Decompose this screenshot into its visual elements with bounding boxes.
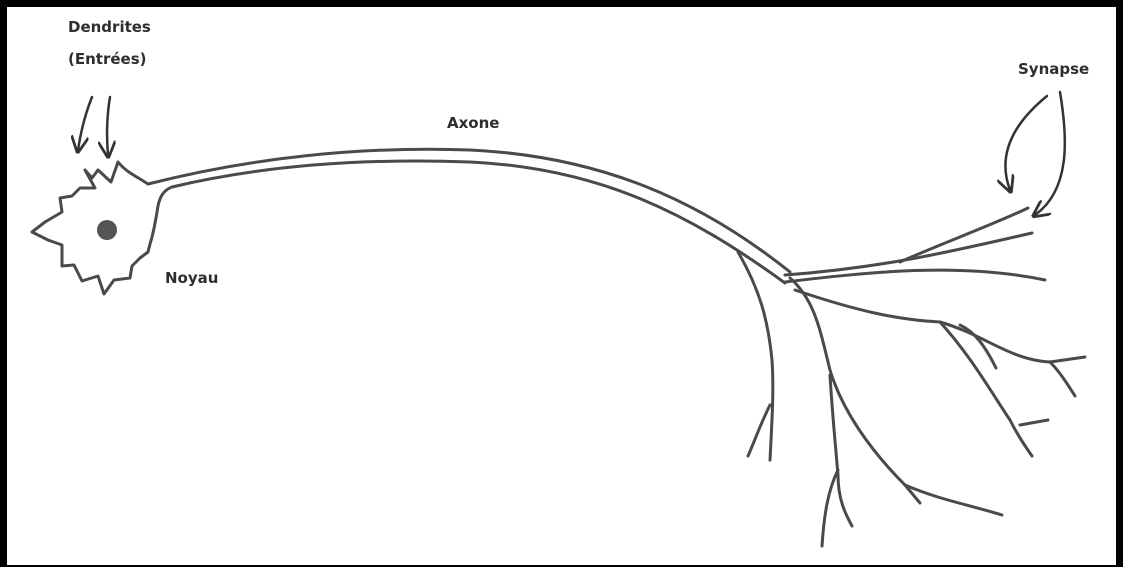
synapse-arrow [1035, 92, 1065, 215]
terminal-branch [738, 252, 773, 460]
terminal-branch [900, 208, 1028, 262]
terminal-branch [822, 470, 838, 546]
dendrites-label: Dendrites [68, 16, 151, 38]
input-arrow [78, 97, 92, 150]
axon-outer [148, 149, 790, 272]
nucleus-dot [97, 220, 117, 240]
terminal-branch [790, 278, 1002, 515]
axon-label: Axone [447, 112, 499, 134]
terminal-branch [748, 405, 770, 456]
terminal-branch [1020, 420, 1048, 425]
input-arrow [107, 97, 110, 155]
terminal-branch [785, 233, 1032, 275]
terminal-branch [1050, 362, 1075, 396]
terminal-branch [795, 290, 1085, 362]
axon-inner [172, 161, 785, 283]
nucleus-label: Noyau [165, 267, 218, 289]
dendrites-subtitle: (Entrées) [68, 48, 146, 70]
synapse-arrow [1005, 96, 1047, 190]
synapse-label: Synapse [1018, 58, 1089, 80]
